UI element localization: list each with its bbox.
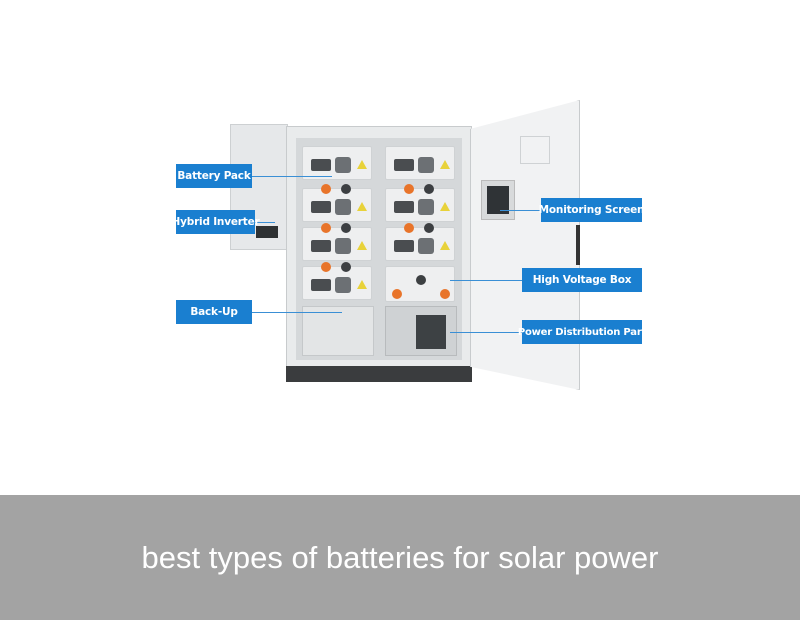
cabinet-base xyxy=(286,366,472,382)
door-handle xyxy=(576,225,580,265)
power-distribution-compartment xyxy=(385,306,457,356)
battery-module xyxy=(385,223,455,261)
caption-text: best types of batteries for solar power xyxy=(141,539,659,575)
label-hybrid-inverter: Hybrid Inverter xyxy=(172,210,260,234)
leader-line xyxy=(450,332,522,333)
battery-module xyxy=(385,184,455,222)
leader-line xyxy=(252,312,342,313)
monitoring-screen-device xyxy=(481,180,515,220)
leader-line xyxy=(255,222,275,223)
label-monitoring-screen: Monitoring Screen xyxy=(539,198,645,222)
backup-compartment xyxy=(302,306,374,356)
inverter-connectors xyxy=(256,226,278,238)
leader-line xyxy=(500,210,541,211)
leader-line xyxy=(450,280,522,281)
battery-module xyxy=(302,223,372,261)
label-high-voltage-box: High Voltage Box xyxy=(522,268,642,292)
label-power-distribution-part: Power Distribution Part xyxy=(518,320,646,344)
leader-line xyxy=(252,176,332,177)
battery-module xyxy=(302,146,372,180)
battery-module xyxy=(385,146,455,180)
battery-module xyxy=(302,262,372,300)
high-voltage-box-unit xyxy=(385,266,455,302)
caption-bar: best types of batteries for solar power xyxy=(0,495,800,620)
door-window xyxy=(520,136,550,164)
battery-module xyxy=(302,184,372,222)
label-battery-pack: Battery Pack xyxy=(176,164,252,188)
label-back-up: Back-Up xyxy=(176,300,252,324)
